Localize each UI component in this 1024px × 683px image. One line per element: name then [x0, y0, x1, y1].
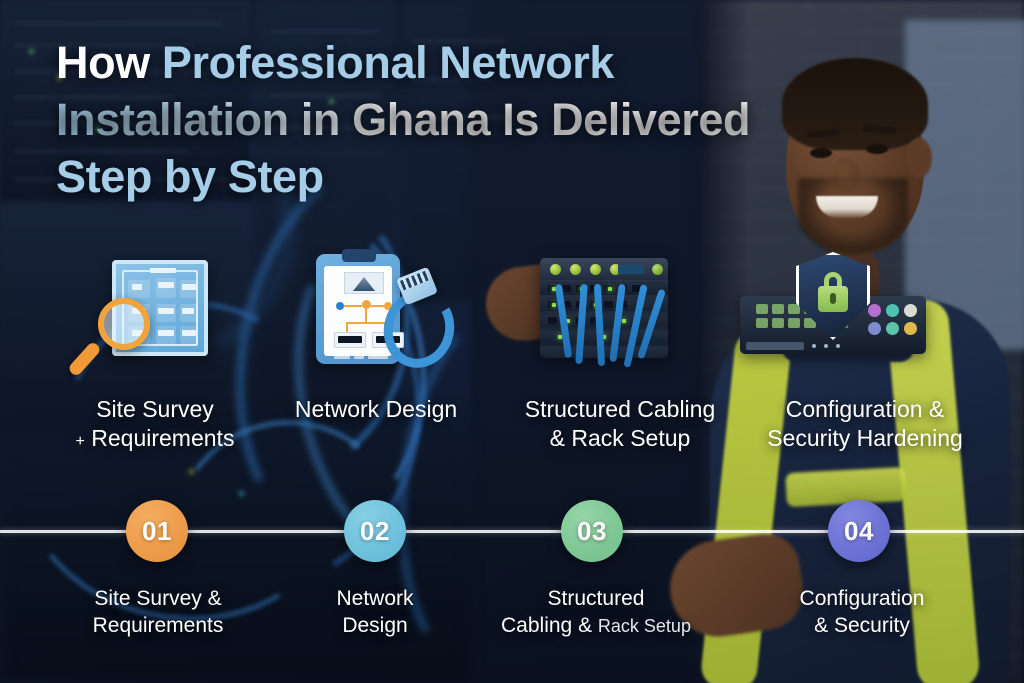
timeline-label-04: Configuration & Security: [745, 585, 979, 639]
timeline-label-02: Network Design: [292, 585, 458, 639]
icon-configuration-security: [740, 252, 940, 382]
title-line-1-white: How: [56, 37, 162, 88]
magnifier-icon: [98, 298, 150, 350]
timeline-step-03[interactable]: 03: [561, 500, 623, 562]
technician-eye-left: [810, 148, 832, 158]
magnifier-handle-icon: [66, 340, 103, 378]
timeline-step-04-number: 04: [844, 515, 874, 546]
technician-hair: [782, 58, 928, 150]
window-grid-backdrop: [905, 20, 1024, 350]
icon-site-survey: [66, 252, 232, 382]
caption-structured-cabling-line2: & Rack Setup: [549, 425, 691, 451]
padlock-shackle-icon: [824, 272, 842, 290]
hi-vis-vest-strap: [785, 466, 907, 508]
title-line-1: How Professional Network: [56, 34, 756, 91]
timeline-label-02-line1: Network: [336, 587, 414, 610]
caption-plus-sign: +: [75, 433, 85, 450]
timeline-step-04[interactable]: 04: [828, 500, 890, 562]
timeline-label-03-line1: Structured: [547, 587, 645, 610]
timeline-step-01-number: 01: [142, 515, 172, 546]
technician-ear: [906, 138, 932, 178]
timeline-label-04-line2: & Security: [814, 614, 910, 637]
timeline-label-03-line2: Cabling & Rack Setup: [501, 614, 691, 637]
icon-row: [0, 249, 1024, 402]
title-line-2: Installation in Ghana Is Delivered: [56, 91, 756, 148]
timeline-step-02-number: 02: [360, 515, 390, 546]
caption-configuration-security: Configuration & Security Hardening: [735, 395, 995, 453]
rack-photo-thumb: [344, 272, 384, 294]
timeline-label-01-line2: Requirements: [92, 614, 224, 637]
caption-structured-cabling-line1: Structured Cabling: [524, 396, 716, 422]
title-line-1-blue: Professional Network: [161, 37, 615, 88]
clipboard-icon: [316, 249, 404, 364]
timeline-label-03: Structured Cabling & Rack Setup: [482, 585, 710, 640]
caption-network-design: Network Design: [272, 395, 480, 424]
caption-configuration-line2: Security Hardening: [767, 425, 963, 451]
technician-smile: [816, 196, 878, 218]
caption-configuration-line1: Configuration &: [785, 396, 945, 422]
padlock-icon: [818, 286, 848, 312]
timeline-step-02[interactable]: 02: [344, 500, 406, 562]
timeline-label-01-line1: Site Survey &: [94, 587, 222, 610]
title-line-3: Step by Step: [56, 151, 324, 202]
timeline-label-01: Site Survey & Requirements: [52, 585, 264, 639]
caption-site-survey: Site Survey + Requirements: [40, 395, 270, 456]
caption-network-design-line1: Network Design: [294, 396, 458, 422]
caption-structured-cabling: Structured Cabling & Rack Setup: [495, 395, 745, 453]
timeline-label-02-line2: Design: [342, 614, 408, 637]
icon-structured-cabling: [482, 252, 680, 382]
technician-eye-right: [866, 144, 888, 154]
timeline-step-03-number: 03: [577, 515, 607, 546]
caption-site-survey-line1: Site Survey: [96, 396, 214, 422]
caption-site-survey-line2: + Requirements: [75, 425, 235, 451]
timeline-step-01[interactable]: 01: [126, 500, 188, 562]
timeline-label-03-tail: Rack Setup: [597, 616, 691, 636]
timeline-connector-line: [0, 530, 1024, 533]
timeline-label-04-line1: Configuration: [799, 587, 925, 610]
page-title: How Professional Network Installation in…: [56, 34, 756, 205]
icon-network-design: [316, 249, 466, 382]
